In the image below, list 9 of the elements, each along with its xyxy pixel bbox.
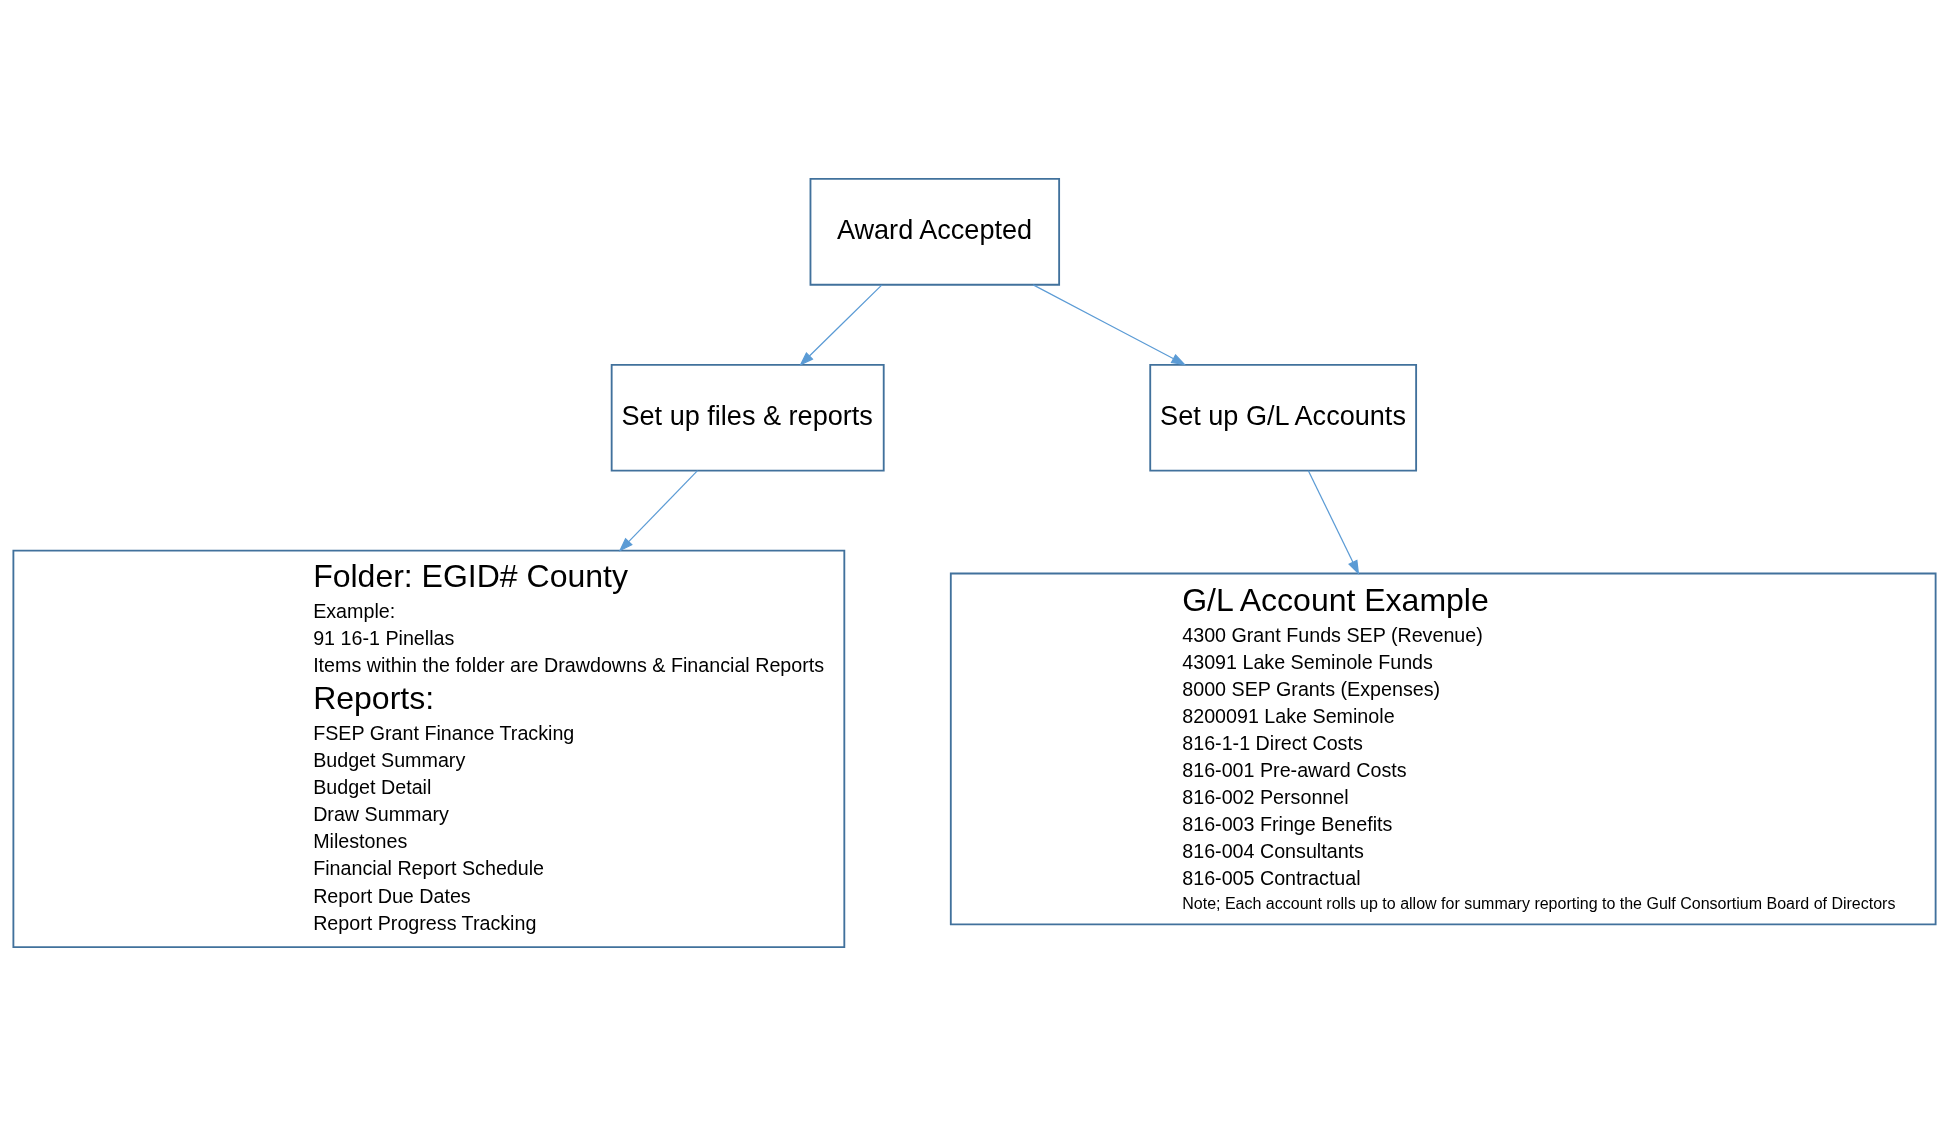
arrow — [618, 470, 699, 552]
arrow — [799, 284, 883, 366]
node-box: Folder: EGID# County Example: 91 16-1 Pinellas Items within the folder are Drawdowns & Financial Reports Reports: FSEP Grant Finance Tracking Budget Summary Budget Detail Draw Summary Milestones Financial Report Schedule Report Due Dates Report Progress Tracking — [12, 549, 846, 948]
node-box: Set up files & reports — [610, 363, 885, 472]
node-box: Set up G/L Accounts — [1149, 363, 1418, 472]
arrow — [1307, 470, 1360, 576]
arrow — [1032, 284, 1187, 366]
node-box: Award Accepted — [809, 178, 1061, 286]
node-box: G/L Account Example 4300 Grant Funds SEP (Revenue) 43091 Lake Seminole Funds 8000 SEP Grants (Expenses) 8200091 Lake Seminole 816-1-1 Direct Costs 816-001 Pre-award Costs 816-002 Personnel 816-003 Fringe Benefits 816-004 Consultants 816-005 Contractual Note; Each account rolls up to allow for summary reporting to the Gulf Consortium Board of Directors — [949, 572, 1937, 926]
